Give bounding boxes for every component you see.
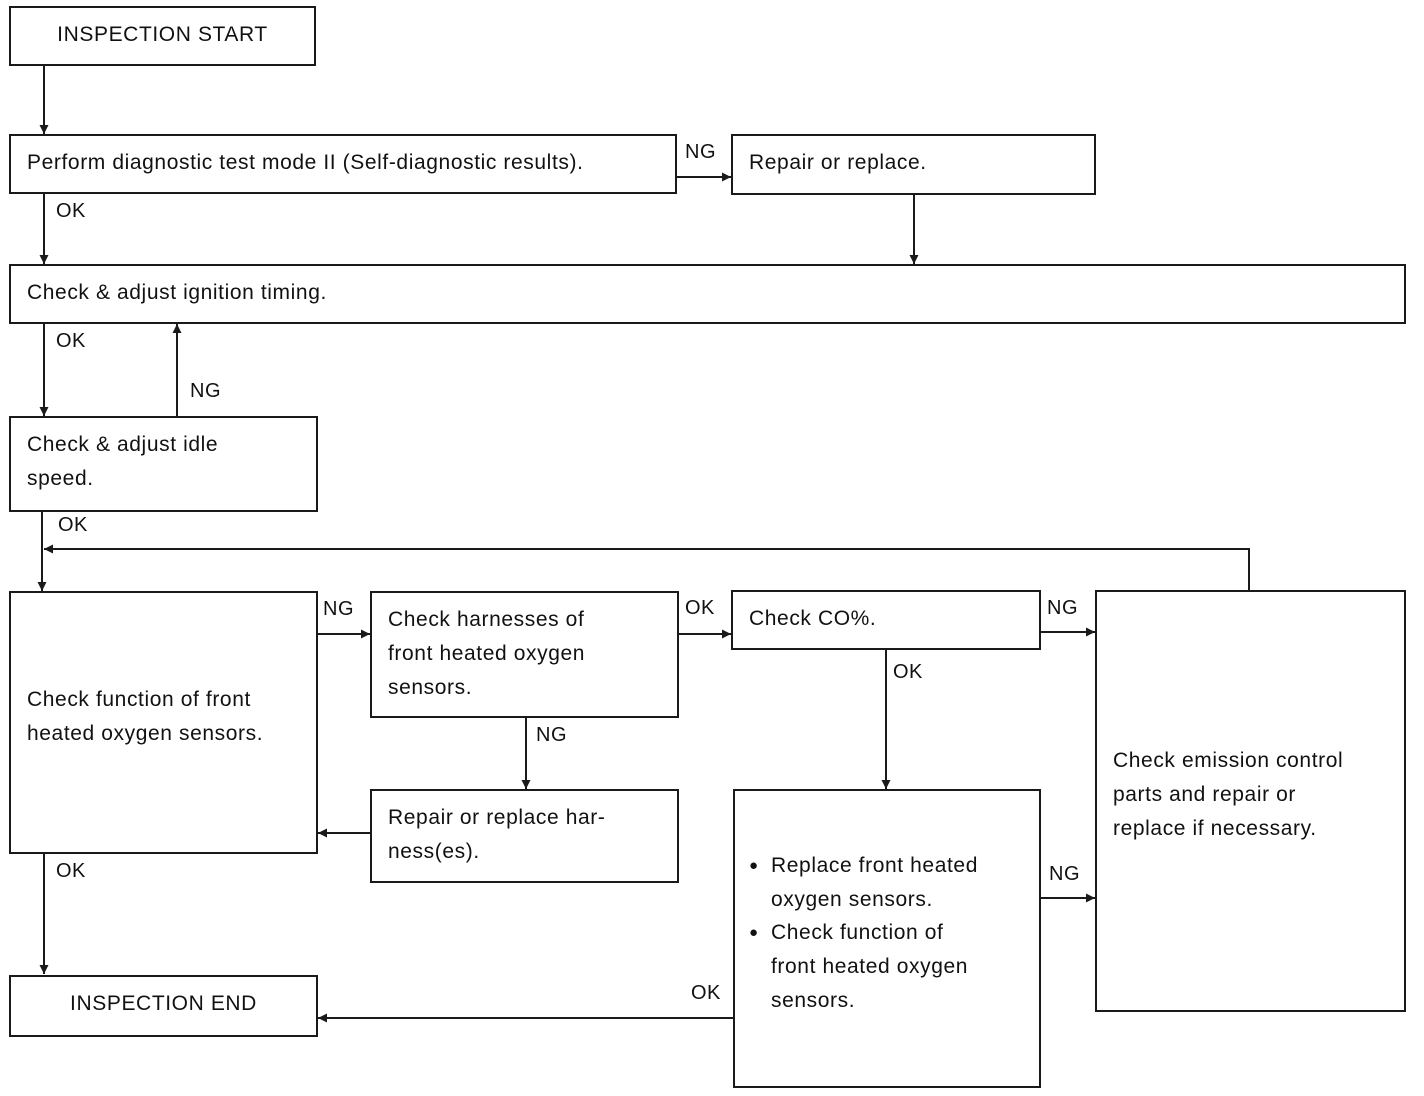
label-ok-idle: OK bbox=[58, 514, 88, 536]
check-function-bullet: Check function of front heated oxygen se… bbox=[749, 916, 968, 1018]
label-ng-harness: NG bbox=[536, 724, 567, 746]
label-ng-co: NG bbox=[1047, 597, 1078, 619]
arrow-emission-return bbox=[44, 544, 1250, 590]
label-ok-front: OK bbox=[56, 860, 86, 882]
repair-harness-text: Repair or replace har- ness(es). bbox=[388, 806, 606, 863]
inspection-start-box: INSPECTION START bbox=[9, 6, 316, 66]
ignition-timing-text: Check & adjust ignition timing. bbox=[27, 281, 327, 304]
repair-replace-box: Repair or replace. bbox=[731, 134, 1096, 195]
label-ng-replace: NG bbox=[1049, 863, 1080, 885]
check-harness-text: Check harnesses of front heated oxygen s… bbox=[388, 608, 586, 699]
label-ng-diag: NG bbox=[685, 141, 716, 163]
label-ok-diag: OK bbox=[56, 200, 86, 222]
label-ok-ignition: OK bbox=[56, 330, 86, 352]
front-sensor-function-text: Check function of front heated oxygen se… bbox=[27, 688, 264, 745]
inspection-start-text: INSPECTION START bbox=[57, 23, 268, 46]
label-ng-idle: NG bbox=[190, 380, 221, 402]
inspection-end-text: INSPECTION END bbox=[70, 992, 257, 1015]
diagnostic-test-box: Perform diagnostic test mode II (Self-di… bbox=[9, 134, 677, 194]
check-co-box: Check CO%. bbox=[731, 590, 1041, 650]
idle-speed-box: Check & adjust idle speed. bbox=[9, 416, 318, 512]
check-harness-box: Check harnesses of front heated oxygen s… bbox=[370, 591, 679, 718]
repair-harness-box: Repair or replace har- ness(es). bbox=[370, 789, 679, 883]
check-co-text: Check CO%. bbox=[749, 607, 877, 630]
label-ok-co: OK bbox=[893, 661, 923, 683]
replace-sensors-box: Replace front heated oxygen sensors. Che… bbox=[733, 789, 1041, 1088]
diagnostic-test-text: Perform diagnostic test mode II (Self-di… bbox=[27, 151, 584, 174]
label-ng-front: NG bbox=[323, 598, 354, 620]
inspection-end-box: INSPECTION END bbox=[9, 975, 318, 1037]
front-sensor-function-box: Check function of front heated oxygen se… bbox=[9, 591, 318, 854]
idle-speed-text: Check & adjust idle speed. bbox=[27, 433, 219, 490]
repair-replace-text: Repair or replace. bbox=[749, 151, 927, 174]
replace-sensors-bullet: Replace front heated oxygen sensors. bbox=[749, 849, 978, 917]
emission-control-box: Check emission control parts and repair … bbox=[1095, 590, 1406, 1012]
label-ok-replace: OK bbox=[691, 982, 721, 1004]
ignition-timing-box: Check & adjust ignition timing. bbox=[9, 264, 1406, 324]
label-ok-harness: OK bbox=[685, 597, 715, 619]
emission-control-text: Check emission control parts and repair … bbox=[1113, 749, 1344, 840]
